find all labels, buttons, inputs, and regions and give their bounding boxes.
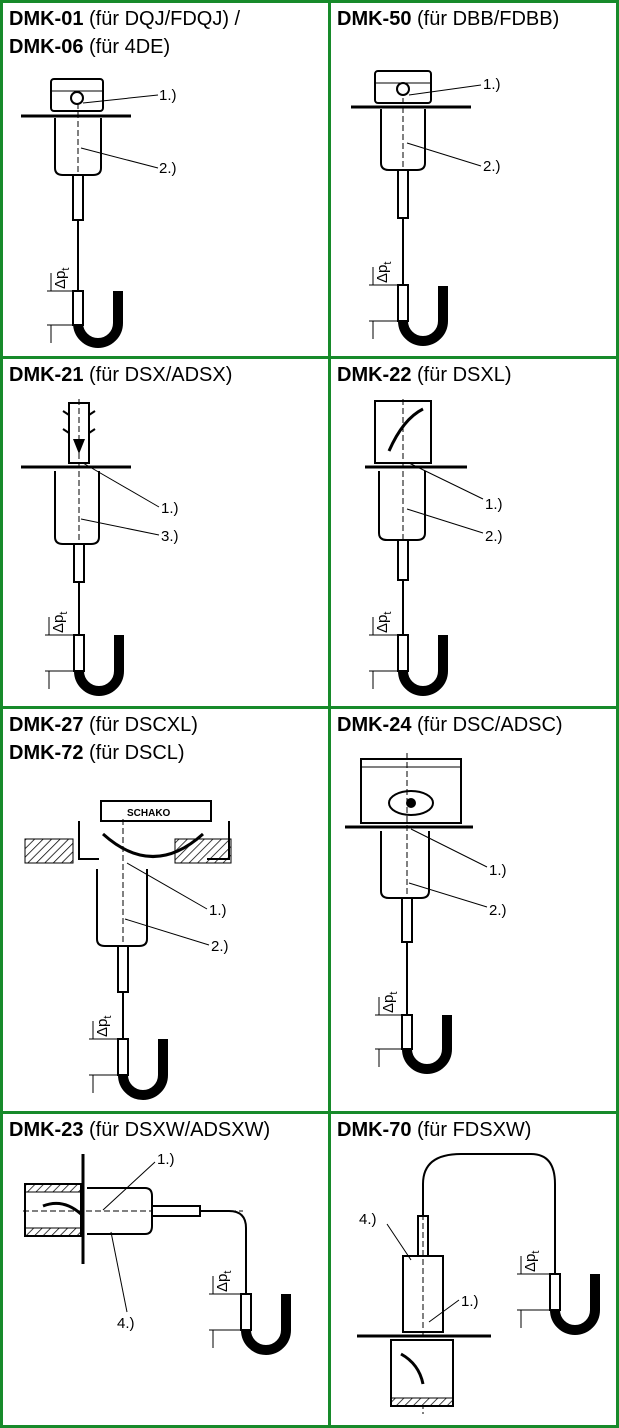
- label-1: 1.): [483, 76, 501, 93]
- model-desc-2: (für 4DE): [83, 36, 171, 58]
- model-code: DMK-23: [9, 1119, 84, 1141]
- dp-label: Δpt: [52, 268, 72, 289]
- model-code: DMK-24: [337, 714, 412, 736]
- dp-subscript: t: [382, 612, 394, 615]
- brand-logo: SCHAKO: [127, 808, 171, 819]
- dp-subscript: t: [58, 612, 70, 615]
- cell-title: DMK-70 (für FDSXW): [337, 1116, 531, 1144]
- dp-label: Δpt: [50, 612, 70, 633]
- model-desc: (für DSXL): [411, 364, 512, 386]
- dmk-70-drawing: Δpt 4.) 1.): [357, 1153, 600, 1414]
- dmk-23-drawing: Δpt 1.) 4.): [23, 1151, 291, 1355]
- dp-subscript: t: [102, 1016, 114, 1019]
- model-desc: (für DSXW/ADSXW): [83, 1119, 271, 1141]
- cell-dmk-50: DMK-50 (für DBB/FDBB) Δpt 1.) 2.): [331, 3, 616, 359]
- dp-subscript: t: [530, 1251, 542, 1254]
- dp-label: Δpt: [94, 1016, 114, 1037]
- dmk-21-drawing: Δpt 1.) 3.): [21, 399, 179, 696]
- cell-title: DMK-23 (für DSXW/ADSXW): [9, 1116, 270, 1144]
- model-desc: (für DSX/ADSX): [83, 364, 233, 386]
- cell-title: DMK-01 (für DQJ/FDQJ) / DMK-06 (für 4DE): [9, 5, 240, 61]
- dp-label: Δpt: [374, 612, 394, 633]
- model-desc: (für DQJ/FDQJ) /: [83, 8, 241, 30]
- dp-label: Δpt: [214, 1271, 234, 1292]
- cell-dmk-24: DMK-24 (für DSC/ADSC) Δpt 1.) 2.): [331, 709, 616, 1114]
- cell-title: DMK-50 (für DBB/FDBB): [337, 5, 559, 33]
- label-2: 2.): [211, 938, 229, 955]
- cell-dmk-70: DMK-70 (für FDSXW) Δpt 4.) 1.): [331, 1114, 616, 1425]
- model-desc: (für DSC/ADSC): [411, 714, 563, 736]
- dp-subscript: t: [382, 262, 394, 265]
- label-1: 1.): [461, 1293, 479, 1310]
- cell-dmk-22: DMK-22 (für DSXL) Δpt 1.) 2.): [331, 359, 616, 709]
- cell-dmk-21: DMK-21 (für DSX/ADSX) Δpt 1.) 3.): [3, 359, 331, 709]
- dmk-50-drawing: Δpt 1.) 2.): [351, 70, 501, 346]
- model-code: DMK-27: [9, 714, 84, 736]
- label-1: 1.): [159, 87, 177, 104]
- label-2: 2.): [485, 528, 503, 545]
- dmk-01-drawing: Δpt 1.) 2.): [21, 78, 177, 348]
- model-desc: (für DSCXL): [83, 714, 198, 736]
- label-2: 2.): [489, 902, 507, 919]
- model-code: DMK-22: [337, 364, 412, 386]
- cell-dmk-01: DMK-01 (für DQJ/FDQJ) / DMK-06 (für 4DE)…: [3, 3, 331, 359]
- model-code-2: DMK-72: [9, 742, 84, 764]
- label-1: 1.): [489, 862, 507, 879]
- model-code: DMK-21: [9, 364, 84, 386]
- label-2: 2.): [159, 160, 177, 177]
- dp-label: Δpt: [522, 1251, 542, 1272]
- model-desc: (für DBB/FDBB): [411, 8, 560, 30]
- cell-dmk-27: DMK-27 (für DSCXL) DMK-72 (für DSCL) SCH…: [3, 709, 331, 1114]
- label-3: 3.): [161, 528, 179, 545]
- label-1: 1.): [209, 902, 227, 919]
- cell-title: DMK-22 (für DSXL): [337, 361, 511, 389]
- cell-title: DMK-24 (für DSC/ADSC): [337, 711, 563, 739]
- cell-title: DMK-27 (für DSCXL) DMK-72 (für DSCL): [9, 711, 198, 767]
- dmk-27-drawing: SCHAKO Δpt 1.) 2.): [24, 800, 232, 1100]
- label-1: 1.): [157, 1151, 175, 1168]
- cell-title: DMK-21 (für DSX/ADSX): [9, 361, 232, 389]
- dp-label: Δpt: [380, 992, 400, 1013]
- model-code: DMK-50: [337, 8, 412, 30]
- label-4: 4.): [359, 1211, 377, 1228]
- model-desc-2: (für DSCL): [83, 742, 185, 764]
- dp-subscript: t: [60, 268, 72, 271]
- model-code-2: DMK-06: [9, 36, 84, 58]
- model-code: DMK-70: [337, 1119, 412, 1141]
- dp-subscript: t: [388, 992, 400, 995]
- model-desc: (für FDSXW): [411, 1119, 532, 1141]
- dmk-24-drawing: Δpt 1.) 2.): [345, 753, 507, 1074]
- dp-subscript: t: [222, 1271, 234, 1274]
- cell-dmk-23: DMK-23 (für DSXW/ADSXW) Δpt 1.) 4.): [3, 1114, 331, 1425]
- dp-label: Δpt: [374, 262, 394, 283]
- model-code: DMK-01: [9, 8, 84, 30]
- label-1: 1.): [485, 496, 503, 513]
- dmk-22-drawing: Δpt 1.) 2.): [365, 399, 503, 696]
- label-1: 1.): [161, 500, 179, 517]
- label-2: 2.): [483, 158, 501, 175]
- label-4: 4.): [117, 1315, 135, 1332]
